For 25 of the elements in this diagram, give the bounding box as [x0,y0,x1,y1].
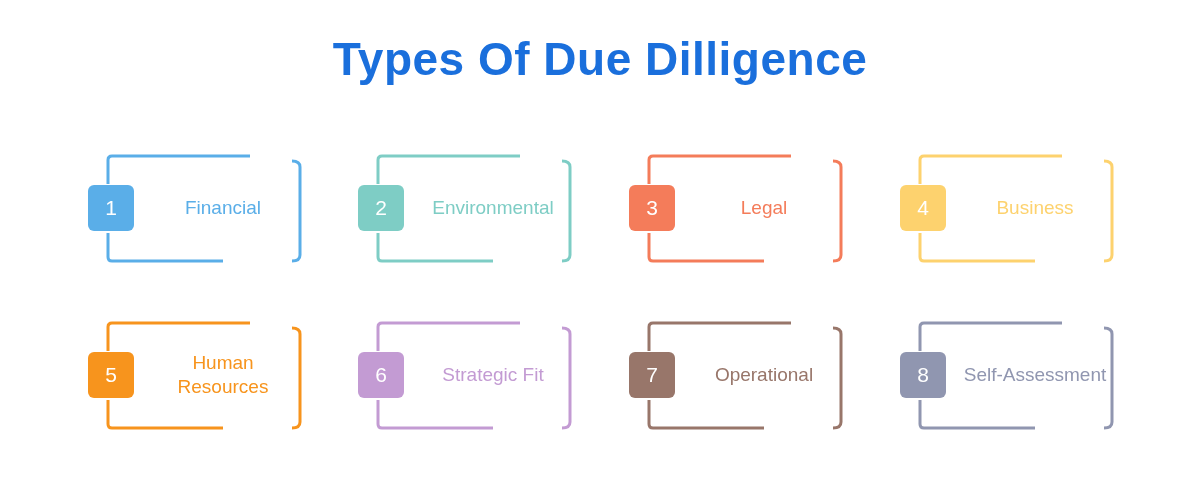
category-label: Human Resources [176,351,270,399]
bracket-frame [358,322,574,430]
number-badge: 1 [88,185,134,231]
category-label: Legal [740,196,788,220]
category-label: Environmental [432,196,554,220]
bracket-frame [629,155,845,263]
bracket-frame [358,155,574,263]
title: Types Of Due Dilligence [332,33,868,85]
number-badge: 8 [900,352,946,398]
number-badge: 7 [629,352,675,398]
category-label: Business [996,196,1074,220]
bracket-frame [88,155,304,263]
number-badge: 4 [900,185,946,231]
bracket-frame [88,322,304,430]
category-label: Strategic Fit [442,363,544,387]
number-badge: 5 [88,352,134,398]
number-badge: 2 [358,185,404,231]
category-label: Operational [714,363,814,387]
category-label: Self-Assessment [963,363,1107,387]
number-badge: 6 [358,352,404,398]
bracket-frame [629,322,845,430]
category-label: Financial [184,196,261,220]
bracket-frame [900,155,1116,263]
number-badge: 3 [629,185,675,231]
bracket-frame [900,322,1116,430]
